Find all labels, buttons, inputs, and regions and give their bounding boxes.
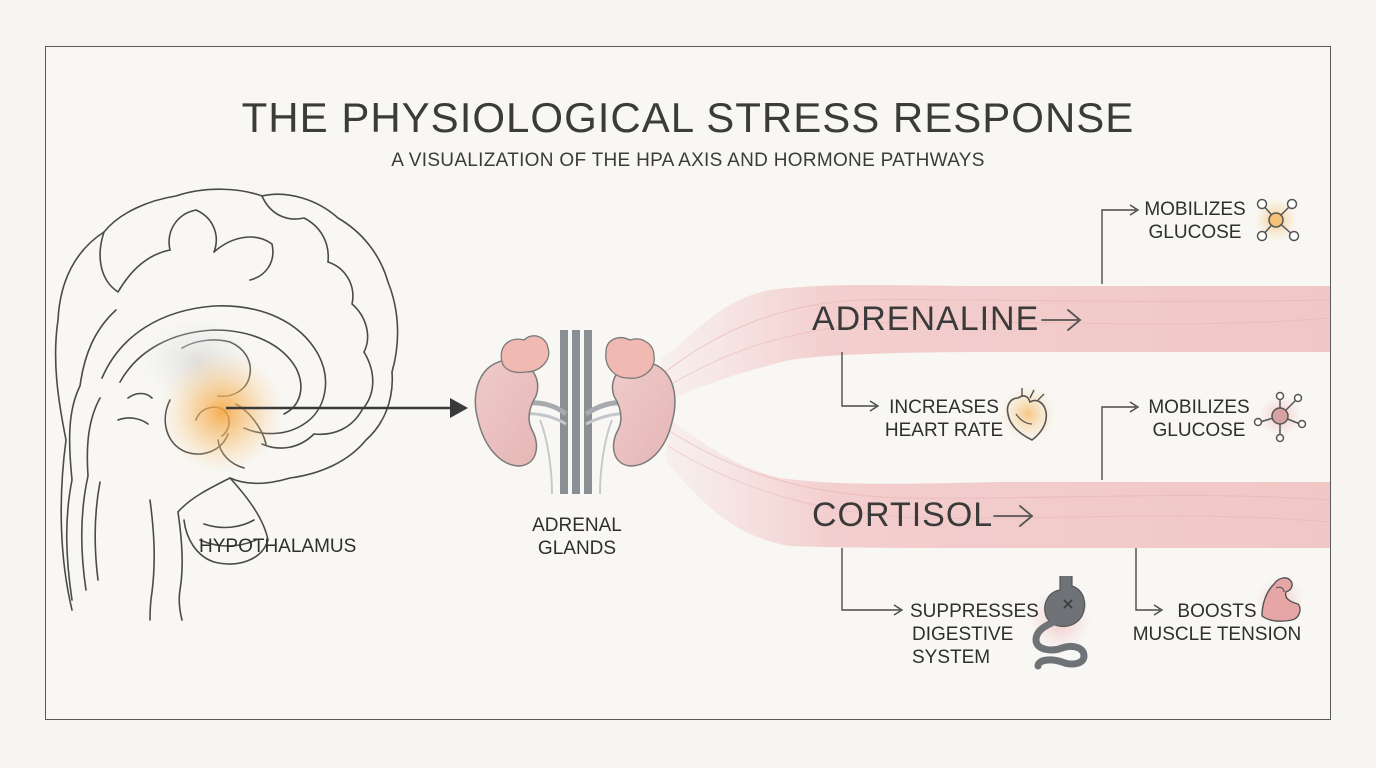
- effect-line: INCREASES: [889, 397, 999, 418]
- hypothalamus-to-adrenal-arrow: [226, 398, 468, 418]
- molecule-icon: [1254, 198, 1300, 242]
- stomach-icon: [1028, 576, 1092, 670]
- cortisol-label: CORTISOL: [812, 496, 994, 534]
- effect-line: DIGESTIVE: [912, 624, 1014, 645]
- effect-line: HEART RATE: [884, 420, 1004, 441]
- hormone-streams: [660, 285, 1331, 548]
- effect-connectors: [841, 204, 1164, 616]
- adrenal-label-line2: GLANDS: [537, 538, 617, 559]
- effect-adrenaline-heart: INCREASES HEART RATE: [884, 396, 1004, 442]
- effect-cortisol-glucose: MOBILIZES GLUCOSE: [1144, 396, 1254, 442]
- arrow-right-icon: [993, 505, 1034, 527]
- page-subtitle: A VISUALIZATION OF THE HPA AXIS AND HORM…: [391, 150, 985, 171]
- hypothalamus-highlight: [160, 350, 284, 474]
- adrenal-glands-illustration: [474, 330, 676, 495]
- effect-line: SYSTEM: [912, 647, 991, 668]
- arrow-right-icon: [1041, 309, 1082, 331]
- effect-line: GLUCOSE: [1152, 420, 1246, 441]
- effect-line: MOBILIZES: [1144, 199, 1246, 220]
- effect-cortisol-muscle: BOOSTS MUSCLE TENSION: [1130, 600, 1304, 646]
- molecule-icon: [1253, 391, 1307, 443]
- effect-line: MOBILIZES: [1148, 397, 1250, 418]
- adrenal-label-line1: ADRENAL: [532, 515, 622, 536]
- effect-cortisol-digestive: SUPPRESSES DIGESTIVE SYSTEM: [910, 600, 1040, 669]
- effect-line: MUSCLE TENSION: [1132, 624, 1302, 645]
- adrenal-glands-label: ADRENAL GLANDS: [512, 514, 642, 560]
- hypothalamus-label: HYPOTHALAMUS: [199, 536, 357, 557]
- effect-line: SUPPRESSES: [910, 601, 1039, 622]
- heart-icon: [1000, 386, 1056, 442]
- muscle-icon: [1256, 576, 1304, 624]
- page-title: THE PHYSIOLOGICAL STRESS RESPONSE: [241, 94, 1135, 141]
- effect-line: GLUCOSE: [1148, 222, 1242, 243]
- effect-adrenaline-glucose: MOBILIZES GLUCOSE: [1140, 198, 1250, 244]
- effect-line: BOOSTS: [1177, 601, 1257, 622]
- adrenaline-label: ADRENALINE: [812, 300, 1040, 338]
